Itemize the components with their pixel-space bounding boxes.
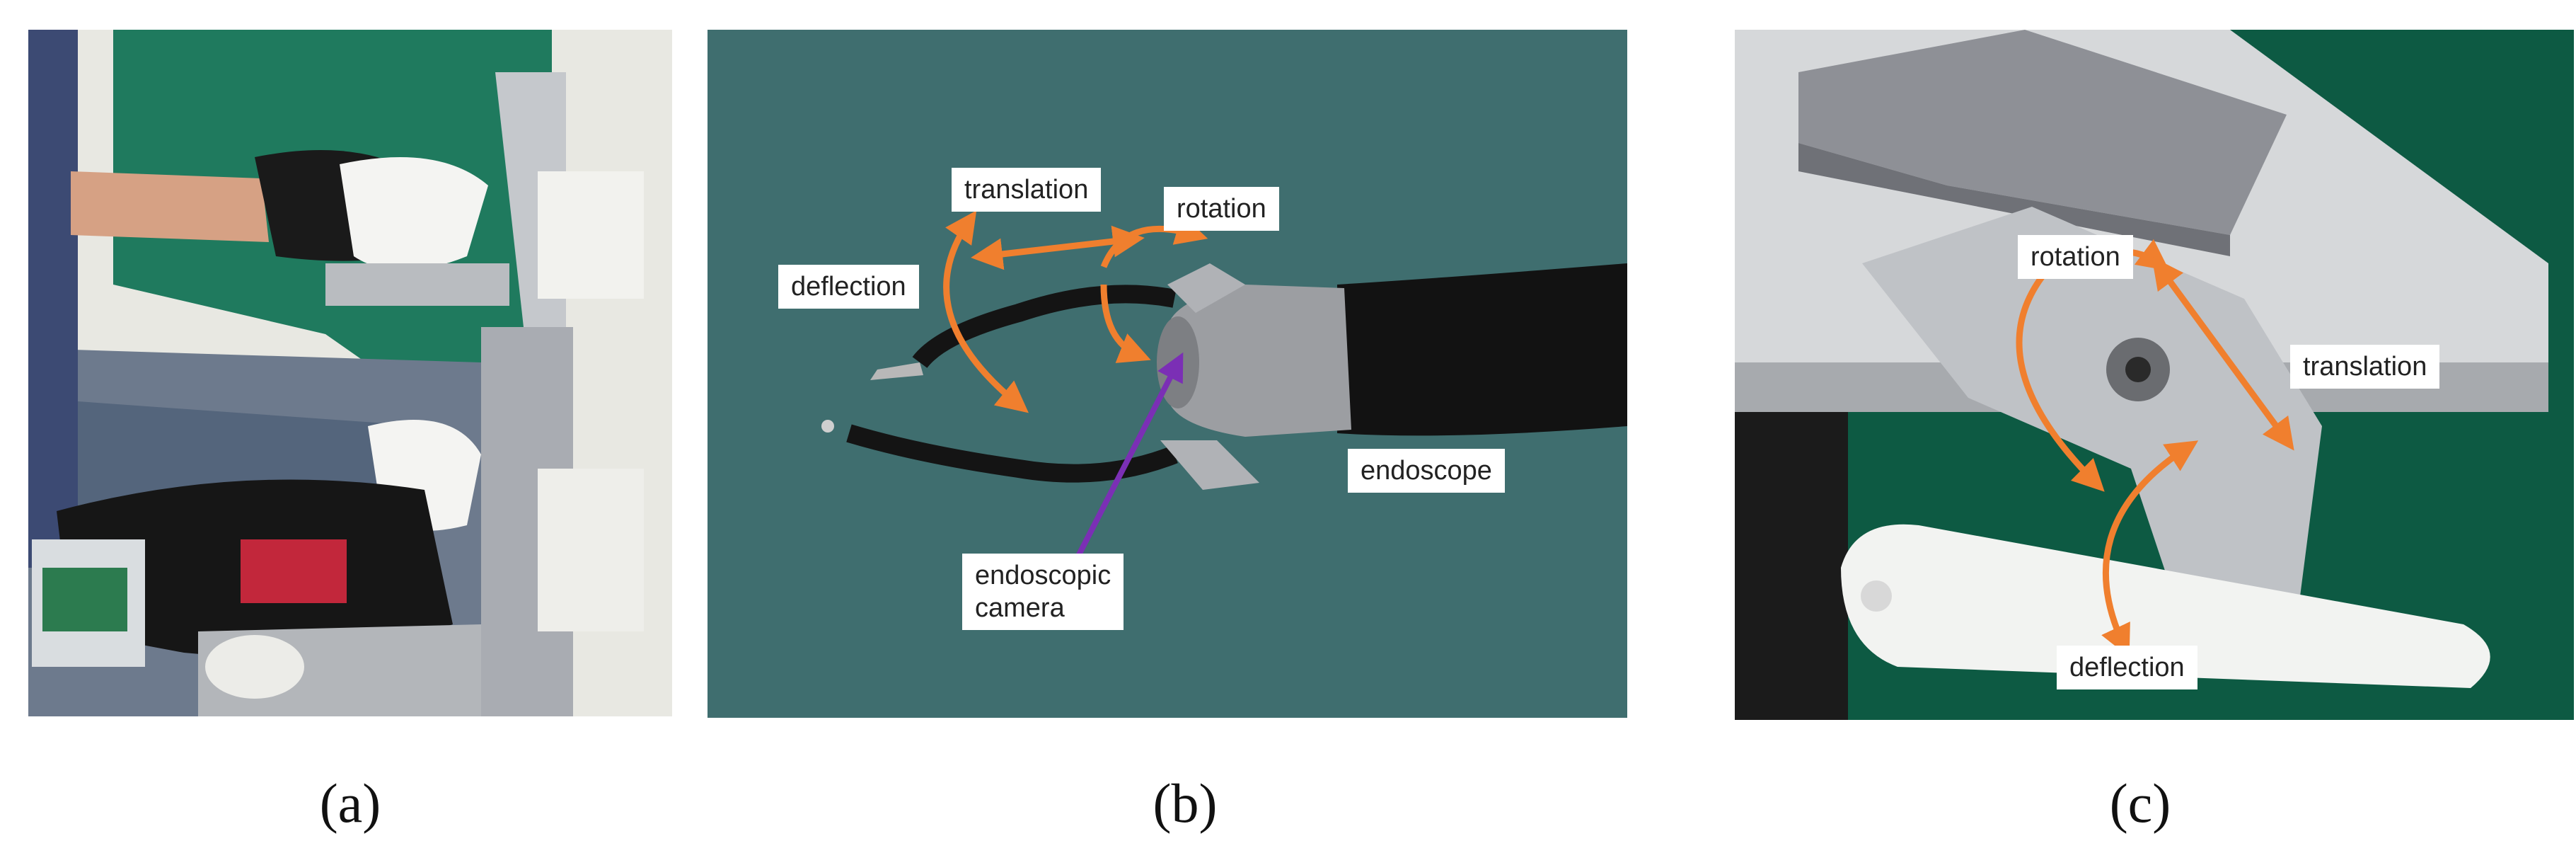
panel-c-label-rotation: rotation <box>2018 235 2133 279</box>
camera-arrow <box>1058 352 1184 590</box>
panel-b-label-camera: endoscopic camera <box>962 554 1124 630</box>
panel-b-label-deflection: deflection <box>778 265 919 309</box>
deflection-arrow-c <box>2101 440 2199 658</box>
translation-arrow-c <box>2152 256 2294 451</box>
rotation-arrow-lower <box>1100 284 1151 363</box>
panel-a-caption: (a) <box>319 772 381 834</box>
panel-c-photo: rotation translation deflection <box>1735 30 2574 720</box>
panel-b-photo: translation rotation deflection endoscop… <box>707 30 1627 718</box>
panel-c-label-translation: translation <box>2290 345 2440 389</box>
panel-c-label-deflection: deflection <box>2057 646 2197 689</box>
panel-b-label-rotation: rotation <box>1164 187 1279 231</box>
panel-c-caption: (c) <box>2109 772 2171 834</box>
lower-instrument <box>846 424 1178 483</box>
camera-label-line1: endoscopic <box>975 561 1111 590</box>
panel-b-label-endoscope: endoscope <box>1348 449 1505 493</box>
panel-b-label-translation: translation <box>952 168 1102 212</box>
endoscope-shaft <box>1337 263 1627 436</box>
endoscope-tip <box>1167 285 1351 437</box>
deflection-arrow <box>943 210 1029 413</box>
panel-a-photo <box>28 30 672 716</box>
panel-b-caption: (b) <box>1153 772 1218 834</box>
rotation-arrow-c <box>2016 261 2105 492</box>
rotation-arrow-upper <box>1100 214 1208 268</box>
camera-label-line2: camera <box>975 593 1065 623</box>
